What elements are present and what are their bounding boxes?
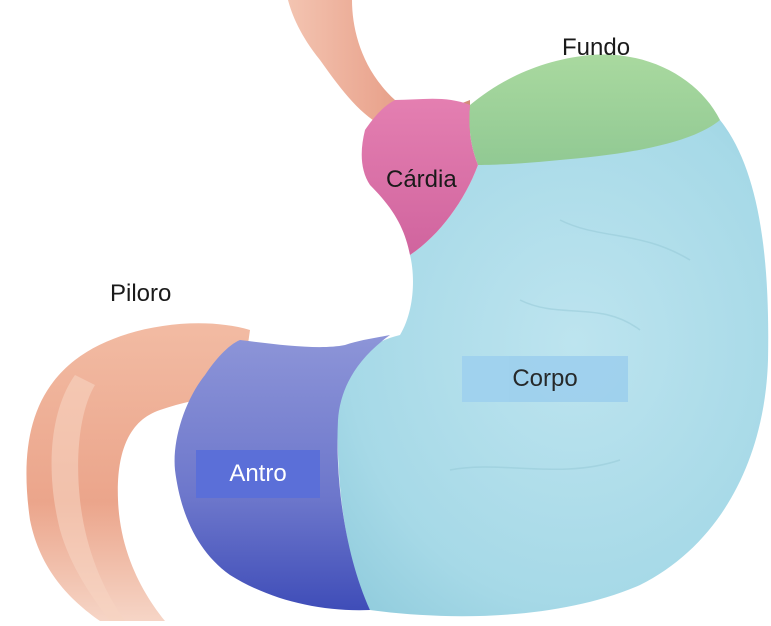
- label-corpo-box: Corpo: [462, 356, 628, 402]
- label-fundo: Fundo: [562, 36, 630, 60]
- label-cardia: Cárdia: [386, 168, 457, 192]
- label-antro-box: Antro: [196, 450, 320, 498]
- label-antro: Antro: [229, 462, 286, 486]
- label-corpo: Corpo: [512, 367, 577, 391]
- label-piloro: Piloro: [110, 282, 171, 306]
